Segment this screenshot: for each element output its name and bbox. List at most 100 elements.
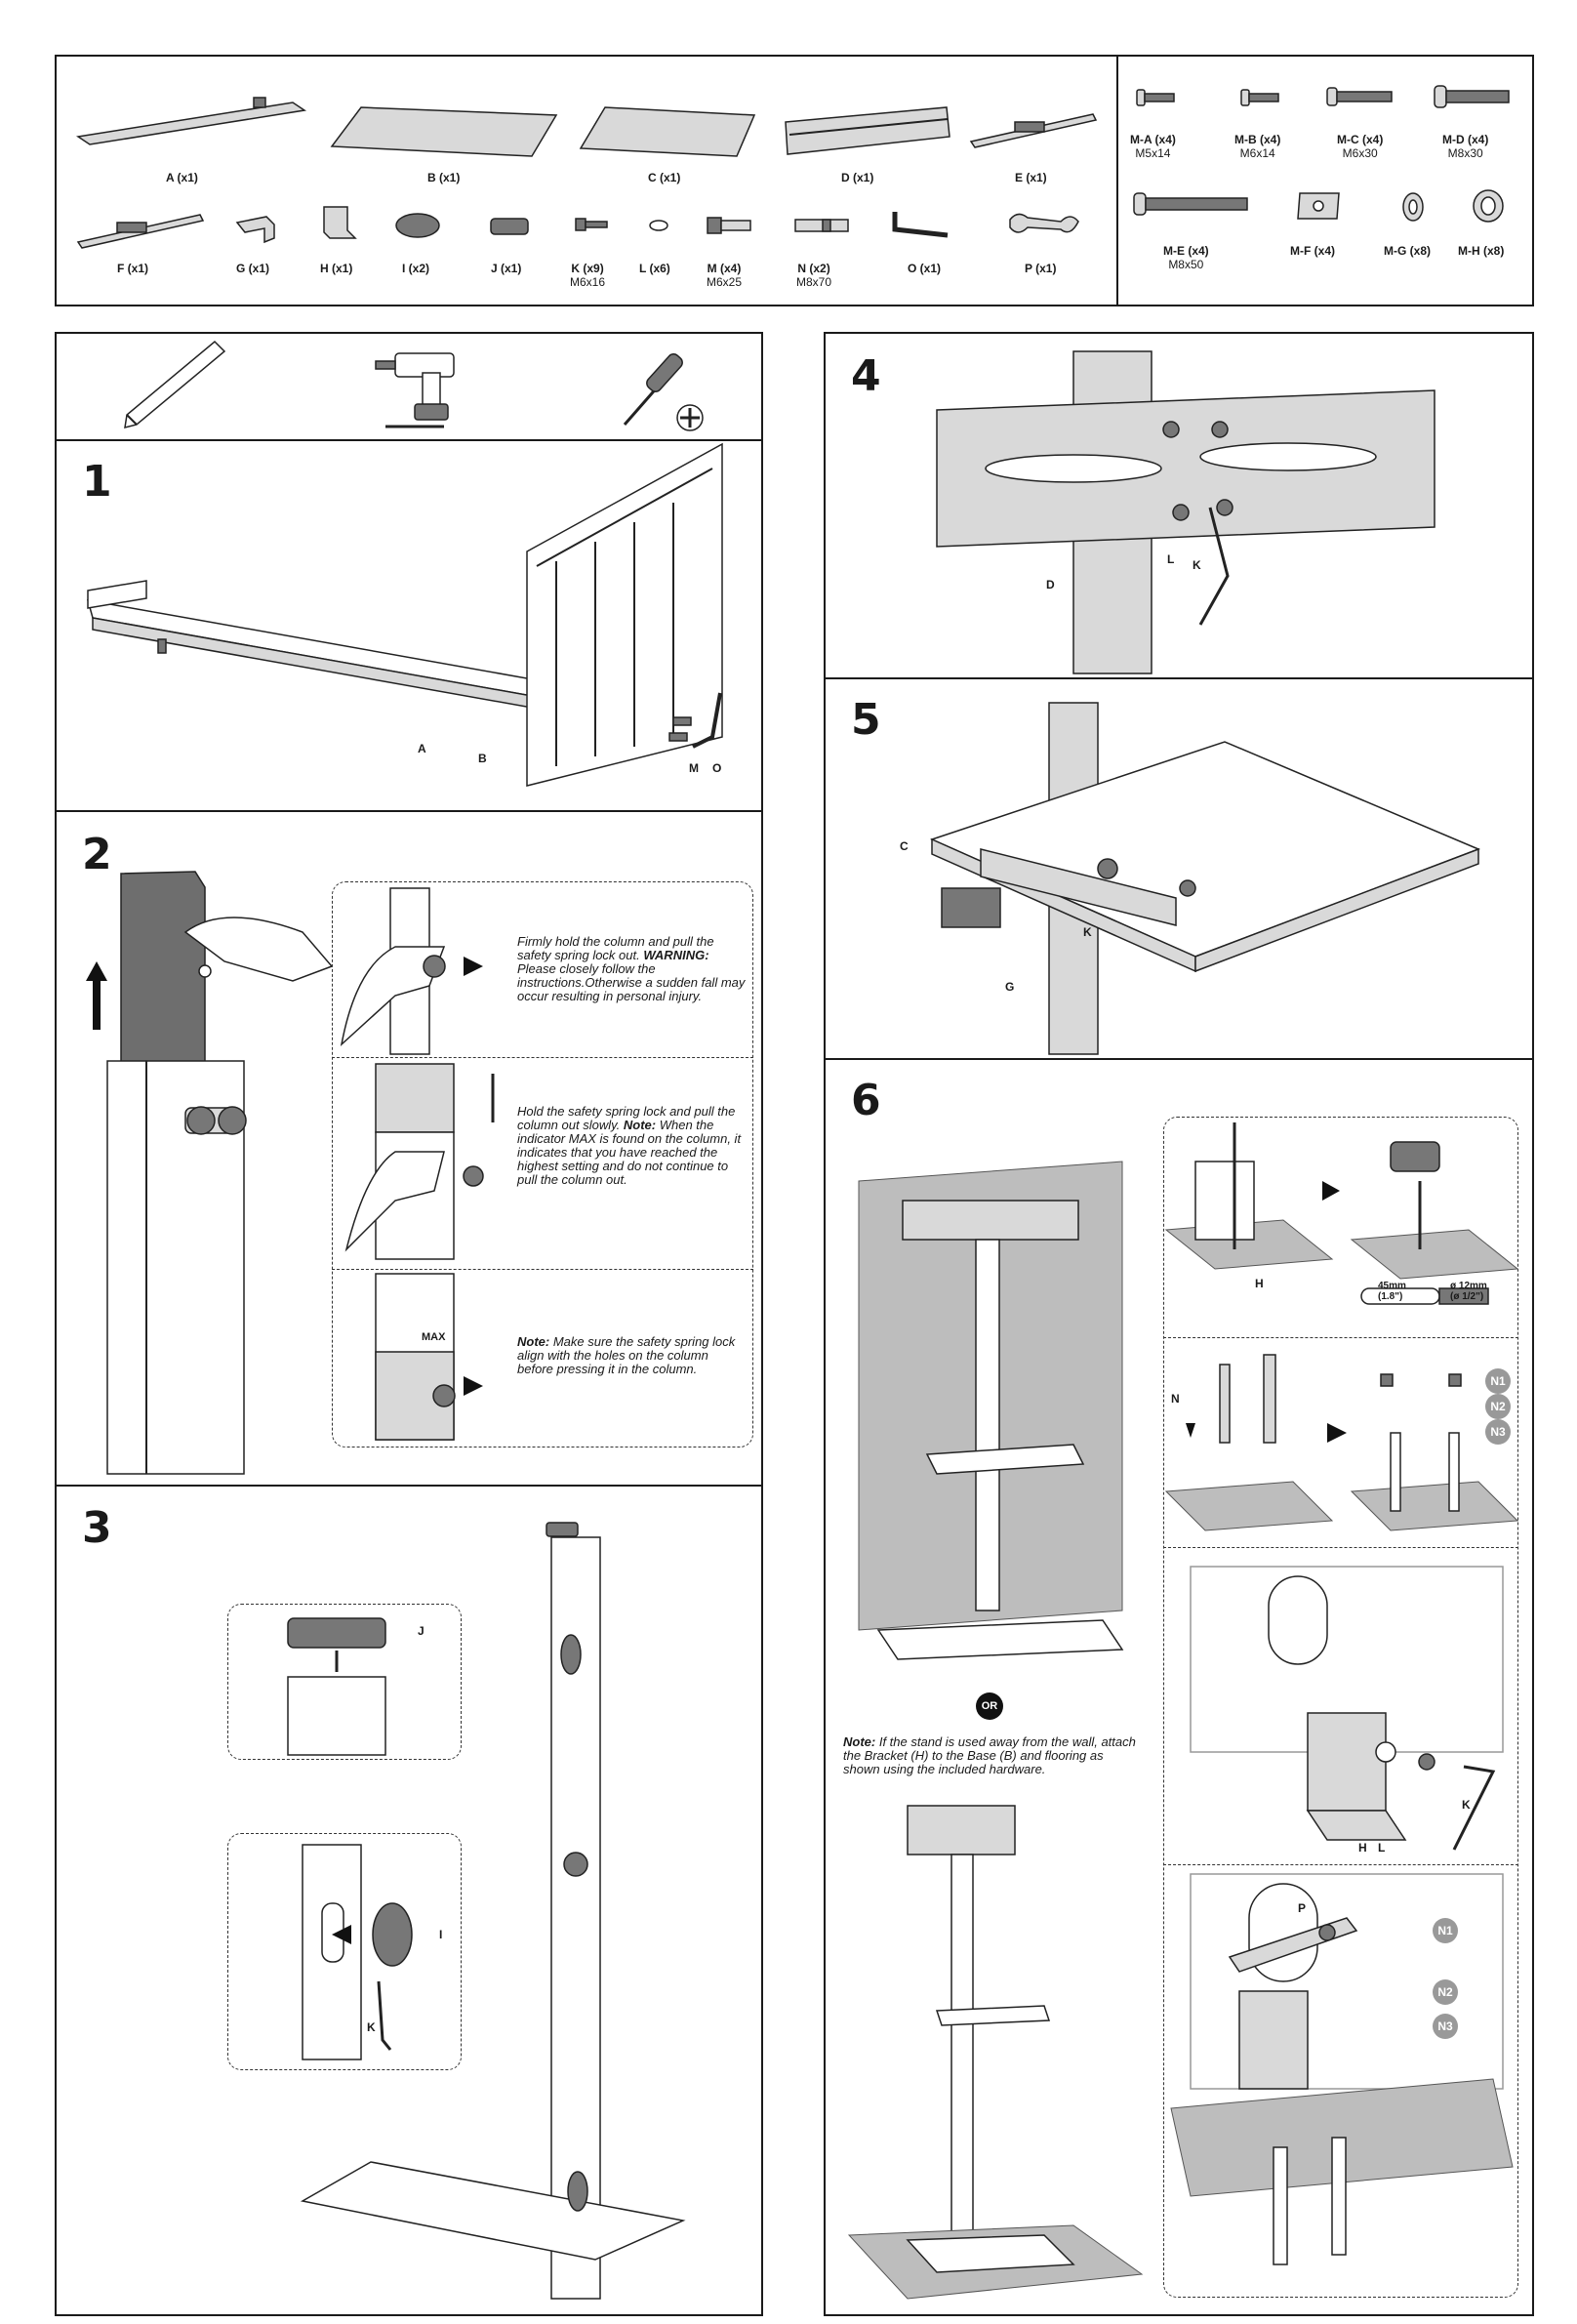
part-label-f: F (x1)	[117, 262, 149, 275]
step-2-detail-1-illustration	[340, 887, 483, 1055]
step-6-drill-dia: ø 12mm (ø 1/2")	[1450, 1281, 1487, 1302]
step-2-divider	[55, 1485, 763, 1487]
washer-mg-illustration	[1402, 192, 1424, 222]
part-a-illustration	[75, 97, 307, 145]
step-6-callout-p: P	[1298, 1901, 1307, 1915]
step-6-drill-depth: 45mm (1.8")	[1378, 1281, 1406, 1302]
step-6-callout-n: N	[1171, 1392, 1180, 1406]
step-2-note-3: Note: Make sure the safety spring lock a…	[517, 1335, 747, 1376]
screw-me-illustration	[1133, 192, 1248, 216]
screw-md-illustration	[1434, 85, 1510, 108]
step-1-callout-m: M	[689, 761, 699, 775]
part-label-l: L (x6)	[639, 262, 670, 275]
step-4-number: 4	[851, 351, 881, 401]
part-h-illustration	[323, 206, 357, 239]
part-m-illustration	[707, 217, 751, 234]
step-6-drill-dia-in: (ø 1/2")	[1450, 1291, 1484, 1302]
step-6-detail-box	[1163, 1117, 1518, 2298]
step-6-drill-depth-mm: 45mm	[1378, 1281, 1406, 1291]
step-3-cap-illustration	[287, 1617, 386, 1756]
step-6-anchor-illustration	[1164, 1354, 1519, 1531]
step-2-note-1-text-a: Firmly hold the column and pull the safe…	[517, 934, 714, 962]
hardware-label-mg: M-G (x8)	[1384, 244, 1431, 258]
hardware-label-mh: M-H (x8)	[1458, 244, 1505, 258]
step-4-callout-k: K	[1193, 558, 1201, 572]
step-5-callout-g: G	[1005, 980, 1015, 994]
part-label-h: H (x1)	[320, 262, 353, 275]
part-b-illustration	[330, 106, 558, 157]
step-2-note-2-text-a: Hold the safety spring lock and pull the…	[517, 1104, 736, 1132]
step-4-callout-d: D	[1046, 578, 1055, 591]
plate-mf-illustration	[1297, 192, 1340, 220]
step-3-detail-box-top	[227, 1604, 462, 1760]
hardware-label-mc-size: M6x30	[1342, 146, 1378, 160]
step-3-callout-j: J	[418, 1624, 425, 1638]
part-d-illustration	[785, 106, 950, 155]
part-label-o: O (x1)	[908, 262, 942, 275]
screw-mc-illustration	[1326, 87, 1393, 106]
step-2-detail-2-illustration	[344, 1063, 495, 1260]
hardware-label-ma-name: M-A (x4)	[1130, 133, 1176, 146]
part-label-n: N (x2) M8x70	[796, 262, 831, 289]
step-2-arrow-up-icon	[86, 961, 107, 1030]
part-label-c: C (x1)	[648, 171, 681, 184]
step-2-note-1: Firmly hold the column and pull the safe…	[517, 935, 747, 1003]
step-6-detail-divider-1	[1163, 1337, 1518, 1338]
step-6-note: Note: If the stand is used away from the…	[843, 1735, 1141, 1776]
step-2-note-2: Hold the safety spring lock and pull the…	[517, 1105, 747, 1187]
step-5-illustration	[929, 702, 1481, 1055]
part-label-k: K (x9) M6x16	[570, 262, 605, 289]
step-2-note-1-warning: WARNING:	[643, 948, 709, 962]
step-6-drill-dia-mm: ø 12mm	[1450, 1281, 1487, 1291]
step-2-max-label: MAX	[422, 1331, 446, 1343]
screwdriver-icon	[623, 353, 704, 431]
step-6-floor-stand-illustration	[847, 1805, 1144, 2300]
step-6-detail-divider-3	[1163, 1864, 1518, 1865]
step-4-callout-l: L	[1167, 552, 1175, 566]
hardware-label-mc-name: M-C (x4)	[1337, 133, 1384, 146]
hardware-label-me: M-E (x4) M8x50	[1163, 244, 1209, 271]
step-2-note-2-text-b: When the indicator MAX is found on the c…	[517, 1118, 742, 1187]
step-1-number: 1	[82, 457, 112, 507]
step-3-cover-illustration	[302, 1844, 413, 2060]
step-2-note-3-text: Make sure the safety spring lock align w…	[517, 1334, 736, 1376]
hardware-label-me-name: M-E (x4)	[1163, 244, 1209, 258]
pencil-icon	[124, 340, 226, 429]
step-5-callout-c: C	[900, 839, 909, 853]
step-2-detail-divider-2	[332, 1269, 753, 1270]
step-3-callout-k: K	[367, 2020, 376, 2034]
step-5-number: 5	[851, 695, 881, 745]
part-k-illustration	[575, 218, 608, 231]
step-6-callout-l: L	[1378, 1841, 1386, 1855]
part-c-illustration	[579, 106, 756, 157]
hardware-label-mc: M-C (x4) M6x30	[1337, 133, 1383, 160]
step-6-callout-h: H	[1255, 1277, 1264, 1290]
hardware-label-mb-name: M-B (x4)	[1234, 133, 1281, 146]
step-6-wall-stand-illustration	[858, 1161, 1124, 1660]
step-3-detail-box-bottom	[227, 1833, 462, 2070]
step-6-badge-n3-a: N3	[1485, 1419, 1511, 1445]
hardware-label-md: M-D (x4) M8x30	[1442, 133, 1488, 160]
step-6-badge-n3-b: N3	[1433, 2014, 1458, 2039]
step-2-note-3-note: Note:	[517, 1334, 550, 1349]
hardware-list-panel	[1116, 55, 1534, 306]
part-label-n-name: N (x2)	[797, 262, 830, 275]
step-2-note-2-note: Note:	[623, 1118, 657, 1132]
step-2-number: 2	[82, 830, 112, 879]
part-label-j: J (x1)	[491, 262, 522, 275]
step-2-column-illustration	[106, 871, 334, 1475]
step-4-illustration	[936, 350, 1435, 674]
step-6-panel	[824, 1058, 1534, 2316]
part-f-illustration	[76, 214, 205, 249]
step-6-note-label: Note:	[843, 1734, 876, 1749]
part-o-illustration	[892, 212, 949, 238]
step-6-floor-bracket-illustration	[1170, 1873, 1514, 2265]
part-label-n-size: M8x70	[796, 275, 832, 289]
step-3-number: 3	[82, 1503, 112, 1553]
step-6-badge-n1-a: N1	[1485, 1368, 1511, 1394]
step-6-callout-k: K	[1462, 1798, 1471, 1812]
part-n-illustration	[794, 219, 849, 232]
tools-divider	[55, 439, 763, 441]
part-label-m: M (x4) M6x25	[707, 262, 742, 289]
step-1-illustration	[86, 442, 723, 787]
